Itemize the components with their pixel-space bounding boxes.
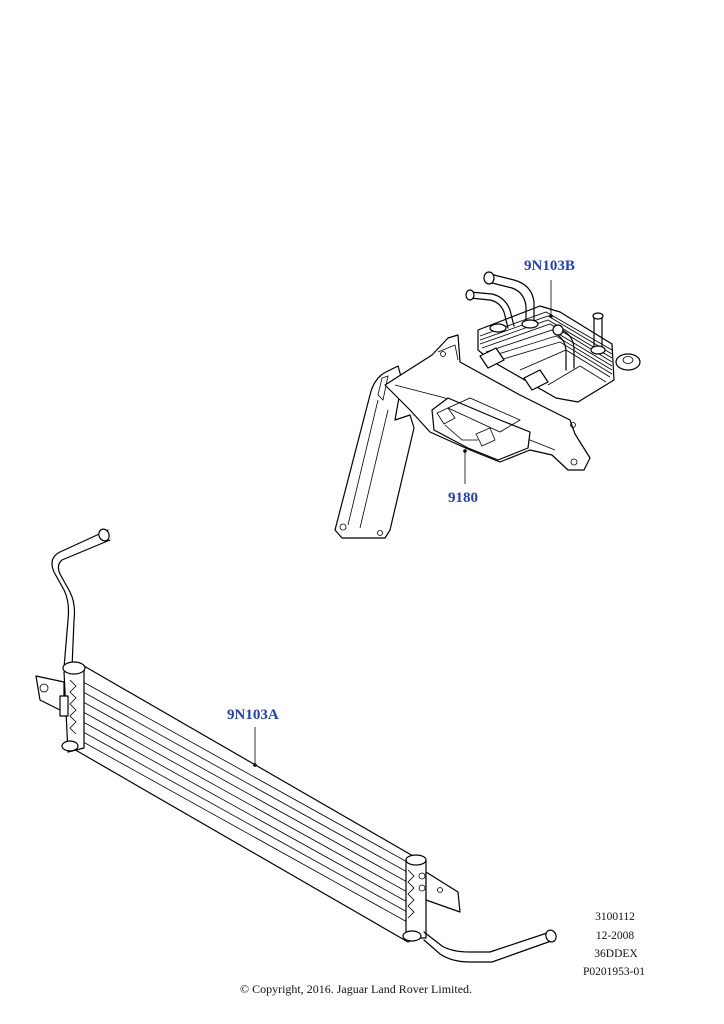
meta-model: 36DDEX xyxy=(594,948,638,960)
meta-date: 12-2008 xyxy=(595,930,635,942)
copyright-notice: © Copyright, 2016. Jaguar Land Rover Lim… xyxy=(239,982,473,996)
meta-code: 3100112 xyxy=(595,911,635,923)
callout-9N103A[interactable]: 9N103A xyxy=(227,707,279,723)
meta-illustration-id: P0201953-01 xyxy=(583,966,645,978)
oil-cooler-upper xyxy=(465,271,641,403)
oil-cooler-lower xyxy=(35,528,557,963)
mounting-bracket xyxy=(334,334,591,539)
leader-lines xyxy=(253,280,553,767)
callout-9N103B[interactable]: 9N103B xyxy=(524,258,575,274)
callout-9180[interactable]: 9180 xyxy=(448,490,478,506)
